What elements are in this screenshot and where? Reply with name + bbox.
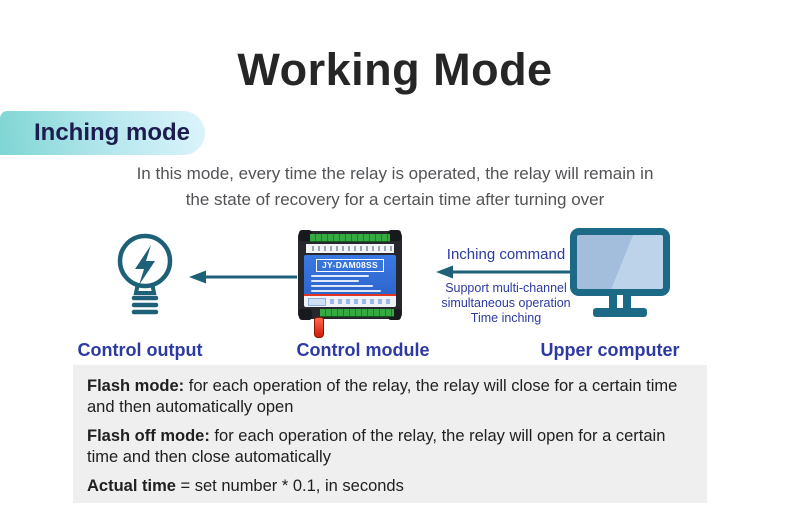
arrow-module-to-output-icon [189, 270, 297, 284]
computer-monitor-icon [570, 228, 670, 317]
faceplate-text-line [311, 290, 381, 292]
flash-mode-text: for each operation of the relay, the rel… [87, 377, 678, 416]
inching-mode-badge: Inching mode [0, 111, 205, 155]
description-line-2: the state of recovery for a certain time… [185, 190, 605, 209]
module-antenna-cap [314, 317, 324, 338]
module-model-label: JY-DAM08SS [316, 259, 384, 272]
monitor-stand-base [593, 308, 647, 317]
actual-time-term: Actual time [87, 477, 176, 495]
module-faceplate: JY-DAM08SS [304, 255, 396, 307]
flash-off-mode-text: for each operation of the relay, the rel… [87, 427, 666, 466]
faceplate-text-line [311, 285, 373, 287]
module-connector-row [306, 244, 394, 253]
flash-off-mode-term: Flash off mode: [87, 427, 210, 445]
note-line-1: Support multi-channel [445, 281, 567, 295]
faceplate-lower-strip [304, 294, 396, 307]
mode-description: In this mode, every time the relay is op… [0, 161, 790, 213]
relay-module-image: JY-DAM08SS [298, 230, 402, 338]
command-support-note: Support multi-channel simultaneous opera… [420, 281, 592, 326]
faceplate-text-line [311, 275, 369, 277]
flash-off-mode-note: Flash off mode: for each operation of th… [87, 426, 699, 468]
description-line-1: In this mode, every time the relay is op… [136, 164, 654, 183]
mode-notes-panel: Flash mode: for each operation of the re… [73, 365, 707, 503]
module-mount-ear [299, 230, 312, 241]
inching-command-label: Inching command [446, 246, 566, 263]
lightbulb-bolt-icon [117, 233, 173, 315]
badge-label: Inching mode [34, 119, 190, 146]
module-terminal-strip-top [310, 234, 390, 242]
arrow-computer-to-module-icon [436, 265, 574, 279]
module-mount-ear [388, 230, 401, 241]
flash-mode-note: Flash mode: for each operation of the re… [87, 376, 699, 418]
monitor-screen [570, 228, 670, 296]
module-mount-ear [299, 309, 312, 320]
page-title: Working Mode [237, 44, 553, 95]
actual-time-note: Actual time = set number * 0.1, in secon… [87, 476, 699, 497]
actual-time-text: = set number * 0.1, in seconds [175, 477, 404, 495]
flash-mode-term: Flash mode: [87, 377, 185, 395]
note-line-2: simultaneous operation [441, 296, 571, 310]
control-module-label: Control module [296, 340, 430, 360]
monitor-stand-neck [609, 295, 631, 308]
control-output-label: Control output [77, 340, 203, 360]
module-mount-ear [388, 309, 401, 320]
faceplate-text-line [311, 280, 359, 282]
note-line-3: Time inching [470, 311, 542, 325]
upper-computer-label: Upper computer [540, 340, 680, 360]
module-terminal-strip-bottom [320, 309, 394, 317]
